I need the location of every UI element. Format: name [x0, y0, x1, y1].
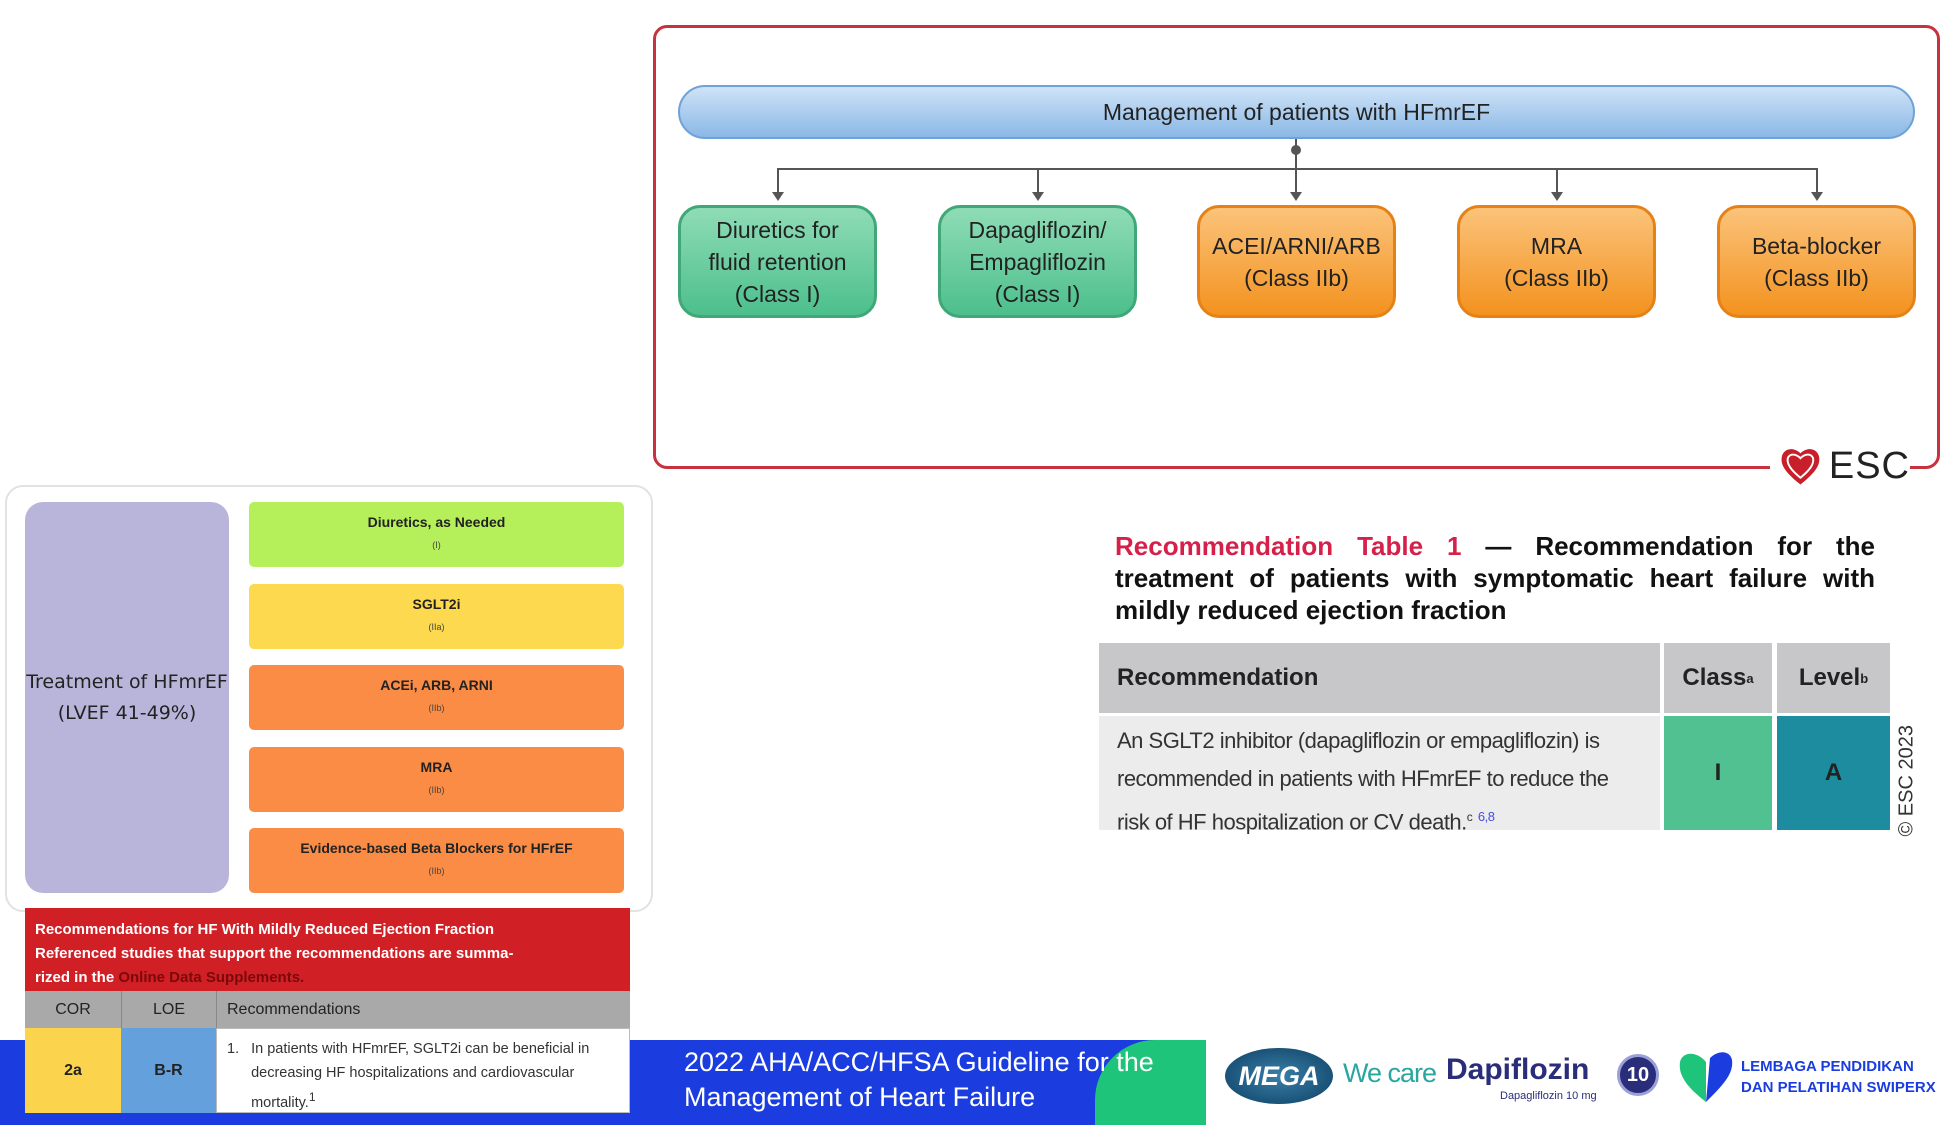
- management-title-bar: Management of patients with HFmrEF: [678, 85, 1915, 139]
- connector-drop: [777, 168, 779, 192]
- connector-line: [777, 168, 1817, 170]
- arrow-icon: [1551, 192, 1563, 201]
- level-value: A: [1777, 716, 1890, 830]
- dose-badge: 10: [1617, 1054, 1659, 1096]
- bar-label: ACEi, ARB, ARNI: [380, 677, 493, 693]
- treatment-box-sglt2i: Dapagliflozin/ Empagliflozin (Class I): [938, 205, 1137, 318]
- swiperx-org: LEMBAGA PENDIDIKAN DAN PELATIHAN SWIPERX: [1741, 1056, 1936, 1098]
- arrow-icon: [772, 192, 784, 201]
- bar-label: Diuretics, as Needed: [367, 514, 506, 530]
- treatment-box-diuretics: Diuretics for fluid retention (Class I): [678, 205, 877, 318]
- treatment-box-mra: MRA (Class IIb): [1457, 205, 1656, 318]
- col-class-label: Class: [1682, 664, 1747, 691]
- col-loe: LOE: [121, 991, 216, 1028]
- recommendation-cell: 1. In patients with HFmrEF, SGLT2i can b…: [216, 1028, 630, 1113]
- banner-title: 2022 AHA/ACC/HFSA Guideline for the Mana…: [684, 1047, 1154, 1112]
- bar-label: SGLT2i: [412, 596, 461, 612]
- esc-diagram-frame: [653, 25, 1940, 469]
- aha-header-line: rized in the: [35, 969, 119, 986]
- aha-header-line: Recommendations for HF With Mildly Reduc…: [35, 921, 495, 938]
- connector-drop: [1556, 168, 1558, 192]
- connector-drop: [1816, 168, 1818, 192]
- we-care-text: We care: [1343, 1058, 1437, 1088]
- esc-heart-icon: [1781, 449, 1820, 485]
- rec-number: 1.: [227, 1041, 240, 1057]
- dapiflozin-sub: Dapagliflozin 10 mg: [1500, 1090, 1597, 1102]
- bar-diuretics: Diuretics, as Needed (I): [249, 502, 624, 567]
- col-class-sup: a: [1746, 670, 1754, 686]
- treatment-box-acei: ACEI/ARNI/ARB (Class IIb): [1197, 205, 1396, 318]
- rec-ref: 1: [308, 1090, 316, 1104]
- mega-logo: MEGA: [1225, 1048, 1333, 1104]
- bar-sglt2i: SGLT2i (IIa): [249, 584, 624, 649]
- loe-value: B-R: [121, 1028, 216, 1113]
- org-line2: DAN PELATIHAN SWIPERX: [1741, 1079, 1936, 1096]
- bar-label: MRA: [420, 759, 453, 775]
- treatment-hfmref-label: Treatment of HFmrEF (LVEF 41-49%): [25, 502, 229, 893]
- col-recommendation: Recommendation: [1099, 643, 1660, 713]
- bar-class: (IIb): [428, 703, 445, 713]
- col-cor: COR: [25, 991, 121, 1028]
- rec-table-title-rest: — Recommendation for the treatment of pa…: [1115, 531, 1875, 625]
- bar-class: (IIa): [428, 622, 445, 632]
- arrow-icon: [1290, 192, 1302, 201]
- bar-label: Evidence-based Beta Blockers for HFrEF: [300, 840, 573, 856]
- col-level-label: Level: [1798, 664, 1861, 691]
- col-recommendations: Recommendations: [216, 991, 630, 1028]
- rec-text: In patients with HFmrEF, SGLT2i can be b…: [251, 1041, 590, 1111]
- arrow-icon: [1811, 192, 1823, 201]
- class-value: I: [1664, 716, 1772, 830]
- esc-logo: ESC: [1770, 440, 1910, 492]
- rec-table-title-red: Recommendation Table 1: [1115, 531, 1462, 561]
- dapiflozin-brand: Dapiflozin: [1446, 1053, 1590, 1086]
- online-data-supplements-link[interactable]: Online Data Supplements.: [118, 969, 305, 986]
- esc-recommendation-cell: An SGLT2 inhibitor (dapagliflozin or emp…: [1099, 716, 1660, 834]
- esc-rec-sup: c: [1466, 810, 1473, 824]
- arrow-icon: [1032, 192, 1044, 201]
- aha-table-header: Recommendations for HF With Mildly Reduc…: [25, 908, 630, 991]
- treatment-box-beta-blocker: Beta-blocker (Class IIb): [1717, 205, 1916, 318]
- esc-copyright: © ESC 2023: [1895, 725, 1918, 837]
- esc-rec-refs[interactable]: 6,8: [1477, 809, 1495, 824]
- bar-class: (IIb): [428, 866, 445, 876]
- rec-table-title: Recommendation Table 1 — Recommendation …: [1115, 530, 1875, 626]
- bar-mra: MRA (IIb): [249, 747, 624, 812]
- bar-beta-blockers: Evidence-based Beta Blockers for HFrEF (I…: [249, 828, 624, 893]
- esc-logo-text: ESC: [1828, 444, 1910, 487]
- aha-header-line: Referenced studies that support the reco…: [35, 945, 514, 962]
- cor-value: 2a: [25, 1028, 121, 1113]
- bar-class: (I): [432, 540, 441, 550]
- bar-acei: ACEi, ARB, ARNI (IIb): [249, 665, 624, 730]
- esc-rec-text: An SGLT2 inhibitor (dapagliflozin or emp…: [1117, 728, 1609, 835]
- bar-class: (IIb): [428, 785, 445, 795]
- connector-node: [1291, 145, 1301, 155]
- connector-drop: [1037, 168, 1039, 192]
- col-level-sup: b: [1860, 670, 1869, 686]
- org-line1: LEMBAGA PENDIDIKAN: [1741, 1058, 1914, 1075]
- swiperx-heart-icon: [1679, 1052, 1733, 1102]
